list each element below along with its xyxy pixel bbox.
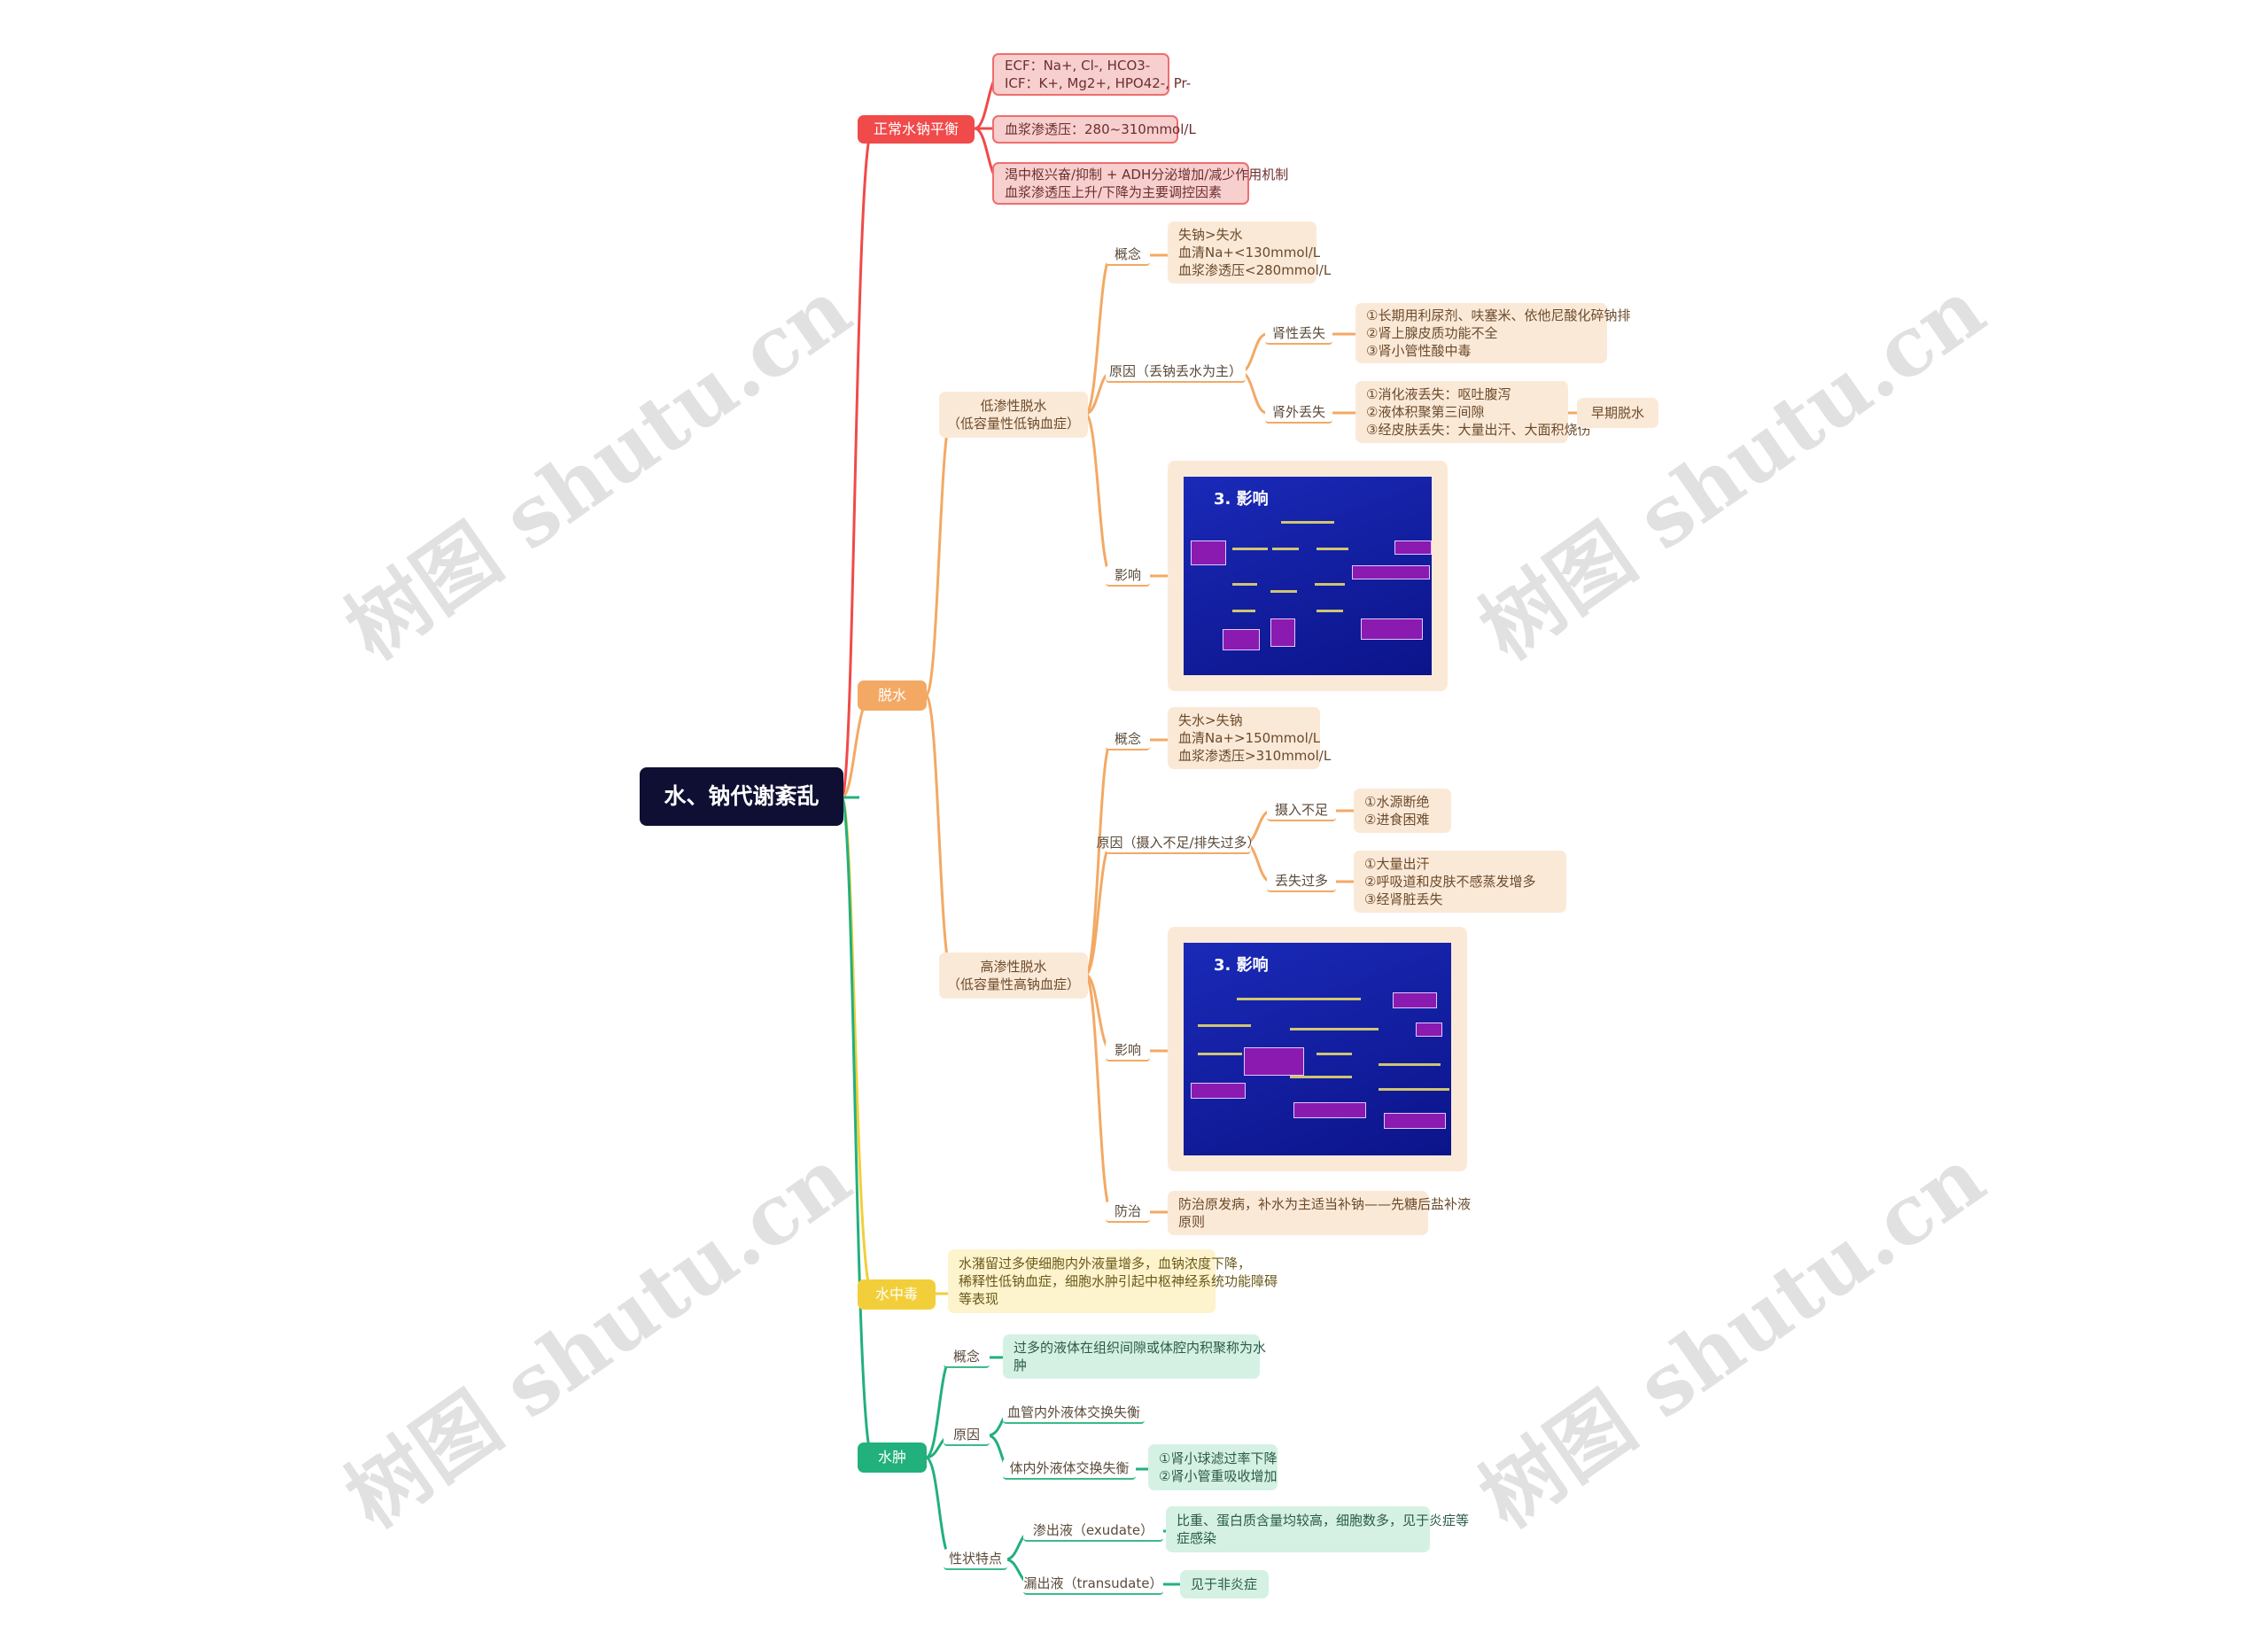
root-node[interactable]: 水、钠代谢紊乱 [640,767,843,826]
edema-cause-intravascular[interactable]: 血管内外液体交换失衡 [1003,1403,1145,1424]
hypotonic-extrarenal-loss-label[interactable]: 肾外丢失 [1265,402,1332,424]
hypotonic-dehydration[interactable]: 低渗性脱水 （低容量性低钠血症） [939,392,1088,438]
branch-dehydration[interactable]: 脱水 [858,680,927,711]
hypotonic-renal-loss-detail[interactable]: ①长期用利尿剂、呋塞米、依他尼酸化碎钠排 ②肾上腺皮质功能不全 ③肾小管性酸中毒 [1355,303,1630,363]
balance-ion-composition[interactable]: ECF：Na+, Cl-, HCO3- ICF：K+, Mg2+, HPO42-… [992,53,1191,96]
hypotonic-slide-image: 3. 影响 [1184,477,1432,675]
edema-exudate-detail[interactable]: 比重、蛋白质含量均较高，细胞数多，见于炎症等 症感染 [1166,1506,1469,1552]
hypotonic-extrarenal-tail[interactable]: 早期脱水 [1577,398,1658,428]
hypertonic-treatment-detail[interactable]: 防治原发病，补水为主适当补钠——先糖后盐补液 原则 [1168,1191,1471,1235]
branch-normal-balance[interactable]: 正常水钠平衡 [858,115,975,144]
hypotonic-renal-loss-label[interactable]: 肾性丢失 [1265,323,1332,345]
branch-edema[interactable]: 水肿 [858,1442,927,1473]
edema-types-label[interactable]: 性状特点 [944,1549,1007,1570]
edema-concept-label[interactable]: 概念 [944,1347,990,1368]
hypertonic-effect-slide: 3. 影响 [1168,927,1467,1171]
hypertonic-loss-label[interactable]: 丢失过多 [1267,871,1336,892]
hypertonic-concept-label[interactable]: 概念 [1106,729,1150,750]
branch-water-intoxication[interactable]: 水中毒 [858,1279,936,1310]
hypertonic-concept-detail[interactable]: 失水>失钠 血清Na+>150mmol/L 血浆渗透压>310mmol/L [1168,707,1331,769]
hypertonic-slide-image: 3. 影响 [1184,943,1451,1155]
hypertonic-intake-detail[interactable]: ①水源断绝 ②进食困难 [1354,789,1451,833]
balance-regulation[interactable]: 渴中枢兴奋/抑制 + ADH分泌增加/减少作用机制 血浆渗透压上升/下降为主要调… [992,162,1288,205]
edema-cause-body-exchange[interactable]: 体内外液体交换失衡 [1003,1458,1136,1480]
hypotonic-cause-label[interactable]: 原因（丢钠丢水为主） [1106,362,1246,383]
edema-cause-body-exchange-detail[interactable]: ①肾小球滤过率下降 ②肾小管重吸收增加 [1148,1444,1278,1490]
edema-transudate-detail[interactable]: 见于非炎症 [1180,1570,1269,1598]
hypotonic-extrarenal-loss-detail[interactable]: ①消化液丢失：呕吐腹泻 ②液体积聚第三间隙 ③经皮肤丢失：大量出汗、大面积烧伤 [1355,381,1590,443]
hypertonic-dehydration[interactable]: 高渗性脱水 （低容量性高钠血症） [939,953,1088,999]
balance-plasma-osmolality[interactable]: 血浆渗透压：280~310mmol/L [992,115,1196,144]
hypotonic-concept-detail[interactable]: 失钠>失水 血清Na+<130mmol/L 血浆渗透压<280mmol/L [1168,222,1331,284]
hypotonic-concept-label[interactable]: 概念 [1106,245,1150,266]
edema-concept-detail[interactable]: 过多的液体在组织间隙或体腔内积聚称为水 肿 [1003,1334,1266,1379]
edema-transudate-label[interactable]: 漏出液（transudate） [1023,1574,1163,1595]
link-root-balance [840,127,886,799]
hypertonic-cause-label[interactable]: 原因（摄入不足/排失过多） [1096,833,1261,854]
link-root-edema [840,796,886,1459]
edema-exudate-label[interactable]: 渗出液（exudate） [1023,1520,1163,1542]
hypertonic-effect-label[interactable]: 影响 [1106,1040,1150,1061]
hypertonic-loss-detail[interactable]: ①大量出汗 ②呼吸道和皮肤不感蒸发增多 ③经肾脏丢失 [1354,851,1566,913]
hypertonic-intake-label[interactable]: 摄入不足 [1267,800,1336,821]
hypotonic-effect-slide: 3. 影响 [1168,461,1448,691]
hypertonic-treatment-label[interactable]: 防治 [1106,1201,1150,1223]
edema-cause-label[interactable]: 原因 [944,1425,990,1446]
hypotonic-effect-label[interactable]: 影响 [1106,565,1150,587]
water-intoxication-detail[interactable]: 水潴留过多使细胞内外液量增多，血钠浓度下降， 稀释性低钠血症，细胞水肿引起中枢神… [948,1249,1278,1313]
